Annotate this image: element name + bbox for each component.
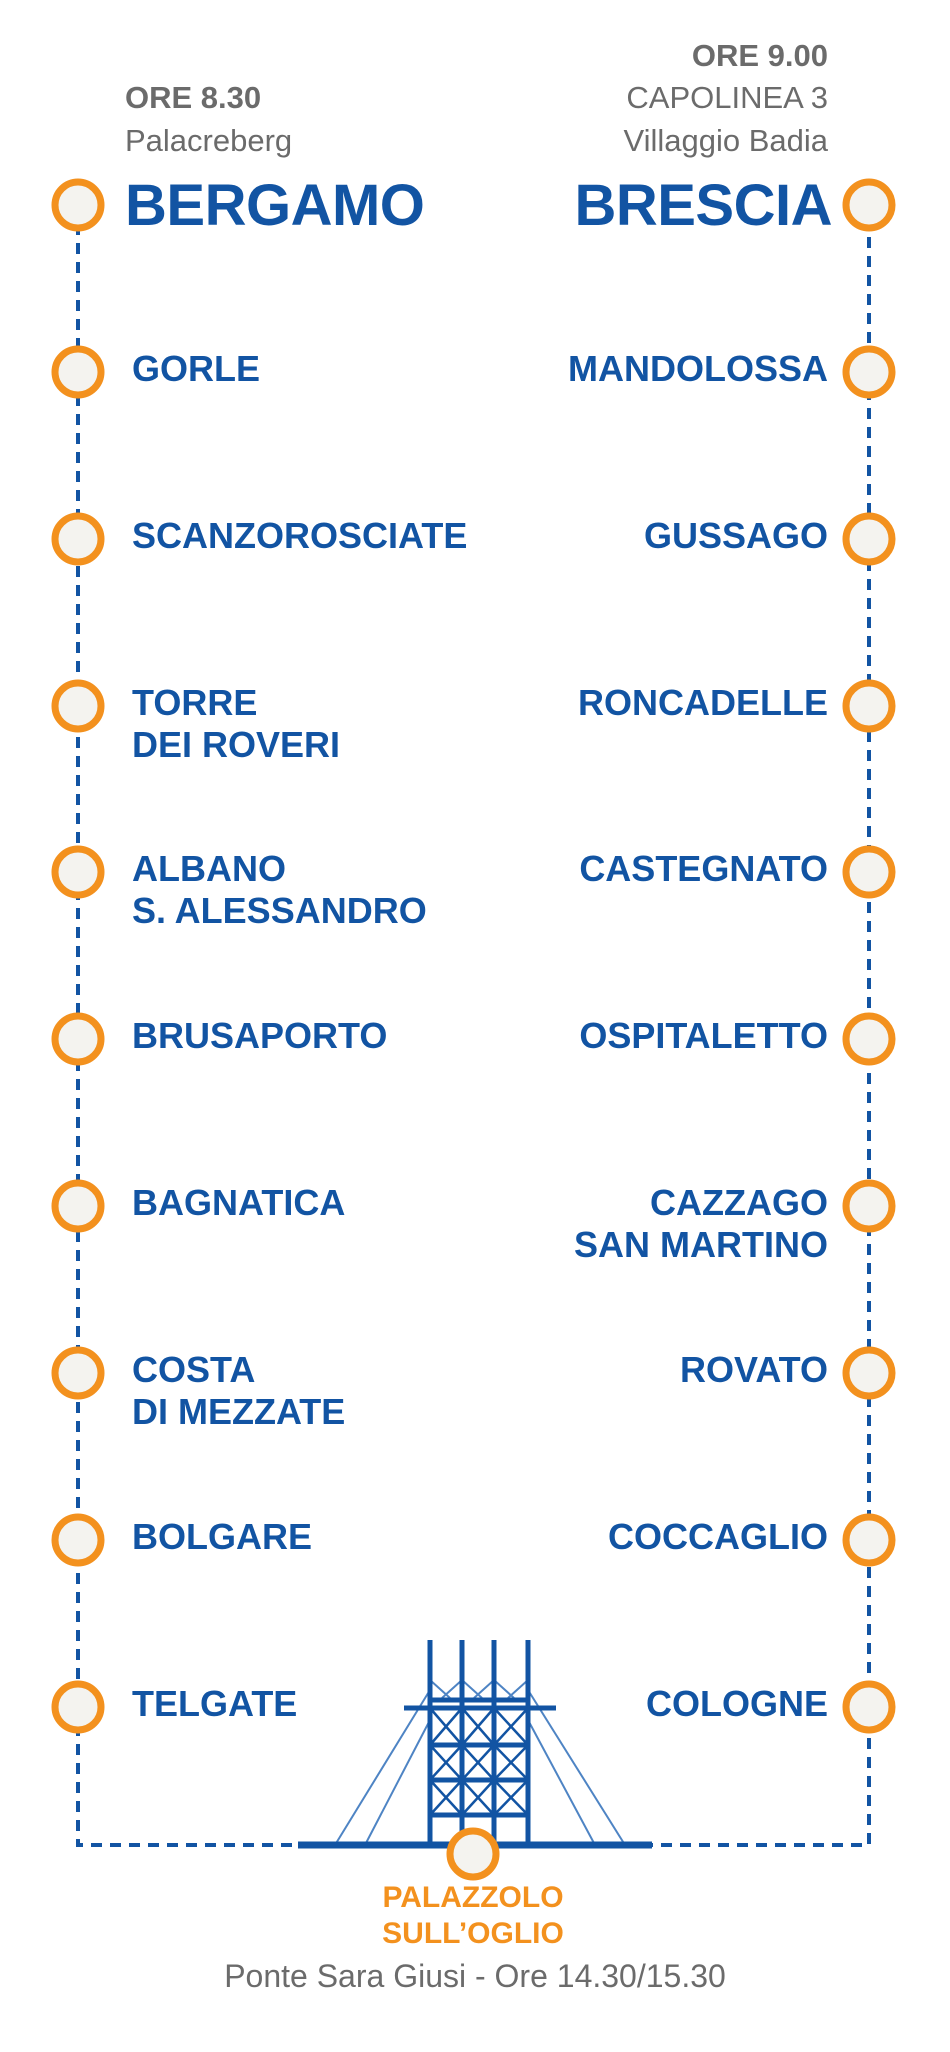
stop-rovato: ROVATO — [679, 1349, 828, 1390]
bergamo-departure-place: Palacreberg — [125, 123, 293, 158]
stop-marker-right — [842, 1513, 896, 1567]
stop-marker-bergamo — [51, 178, 105, 232]
stop-marker-left — [51, 1179, 105, 1233]
stop-marker-left — [51, 679, 105, 733]
stop-marker-left — [51, 1346, 105, 1400]
stop-coccaglio: COCCAGLIO — [608, 1516, 828, 1557]
stop-marker-left — [51, 345, 105, 399]
stop-ospitaletto: OSPITALETTO — [579, 1015, 828, 1056]
brescia-departure-time: ORE 9.00 — [691, 38, 828, 73]
stop-marker-right — [842, 1012, 896, 1066]
stop-marker-brescia — [842, 178, 896, 232]
bridge-icon — [298, 1640, 652, 1849]
brescia-departure-area: Villaggio Badia — [623, 123, 828, 158]
destination-info: Ponte Sara Giusi - Ore 14.30/15.30 — [224, 1958, 726, 1994]
stop-scanzorosciate: SCANZOROSCIATE — [132, 515, 468, 556]
stop-marker-palazzolo — [446, 1827, 500, 1881]
stop-marker-right — [842, 1680, 896, 1734]
stop-gorle: GORLE — [132, 348, 261, 389]
city-brescia: BRESCIA — [574, 173, 832, 238]
stop-marker-right — [842, 679, 896, 733]
destination-palazzolo: PALAZZOLO SULL’OGLIO — [382, 1881, 564, 1950]
stop-marker-right — [842, 845, 896, 899]
stop-cazzago-san-martino: CAZZAGO SAN MARTINO — [574, 1182, 828, 1265]
stop-marker-left — [51, 845, 105, 899]
stop-marker-right — [842, 1179, 896, 1233]
stop-brusaporto: BRUSAPORTO — [132, 1015, 388, 1056]
city-bergamo: BERGAMO — [125, 173, 425, 238]
bergamo-departure-time: ORE 8.30 — [125, 80, 262, 115]
stop-marker-left — [51, 1513, 105, 1567]
stop-marker-right — [842, 512, 896, 566]
stop-torre-dei-roveri: TORRE DEI ROVERI — [132, 682, 341, 765]
stop-costa-di-mezzate: COSTA DI MEZZATE — [132, 1349, 346, 1432]
stop-gussago: GUSSAGO — [643, 515, 828, 556]
brescia-departure-place: CAPOLINEA 3 — [626, 80, 828, 115]
stop-bolgare: BOLGARE — [132, 1516, 312, 1557]
stop-castegnato: CASTEGNATO — [579, 848, 828, 889]
stop-roncadelle: RONCADELLE — [578, 682, 828, 723]
stop-marker-right — [842, 345, 896, 399]
stop-telgate: TELGATE — [132, 1683, 298, 1724]
stop-cologne: COLOGNE — [645, 1683, 828, 1724]
stop-marker-left — [51, 512, 105, 566]
stop-bagnatica: BAGNATICA — [132, 1182, 346, 1223]
stop-marker-left — [51, 1012, 105, 1066]
stop-marker-left — [51, 1680, 105, 1734]
stop-albano-s-alessandro: ALBANO S. ALESSANDRO — [132, 848, 427, 931]
stop-marker-right — [842, 1346, 896, 1400]
stop-mandolossa: MANDOLOSSA — [568, 348, 828, 389]
